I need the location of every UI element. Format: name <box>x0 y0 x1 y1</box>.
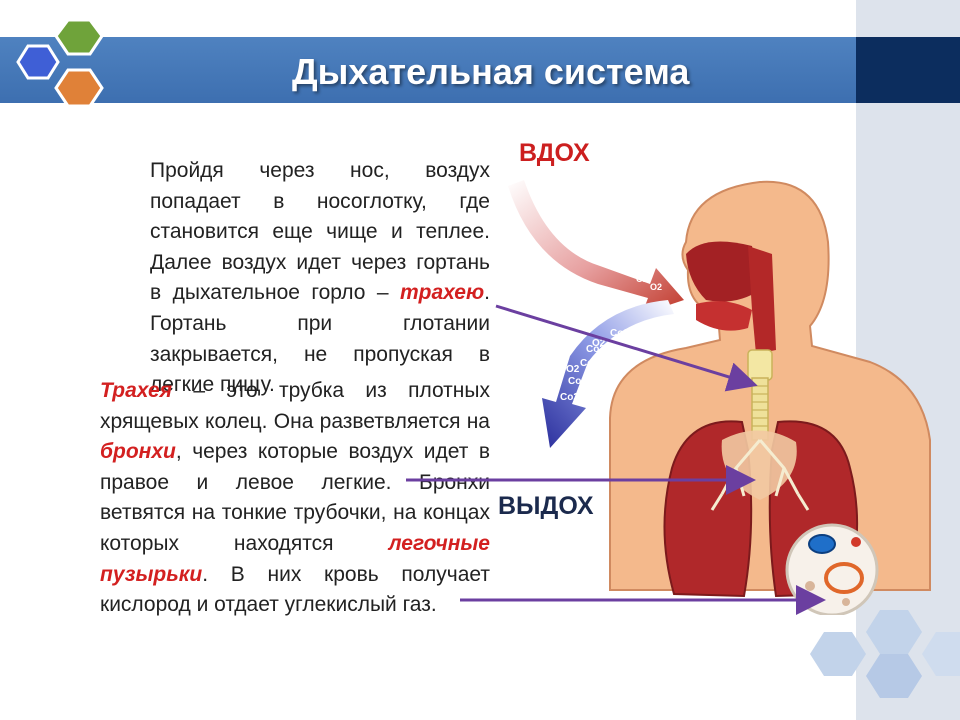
hexagon-green <box>54 18 104 56</box>
gas-label: O2 <box>594 256 606 266</box>
gas-label: O2 <box>540 192 552 202</box>
gas-label: O2 <box>636 274 648 284</box>
hexagon-light-3 <box>866 654 922 698</box>
paragraph-nose: Пройдя через нос, воздух попадает в носо… <box>40 156 490 401</box>
slide-title: Дыхательная система <box>292 51 690 92</box>
inhale-arrow <box>508 180 684 314</box>
alveolus-dot-2 <box>842 598 850 606</box>
hexagon-light-2 <box>866 610 922 654</box>
term-trachea-2: Трахея <box>100 379 173 402</box>
gas-label: Co2 <box>586 344 605 355</box>
gas-label: Co2 <box>610 328 629 339</box>
inhale-label: ВДОХ <box>519 139 590 167</box>
p1-text-1: Пройдя через нос, воздух попадает в носо… <box>150 159 490 305</box>
pharynx <box>748 246 776 354</box>
hexagon-blue <box>16 44 60 80</box>
pointer-trachea <box>495 304 758 392</box>
exhale-label: ВЫДОХ <box>498 492 594 520</box>
alveolus-ring <box>824 562 864 594</box>
term-alveoli: легочные пузырьки <box>100 531 490 586</box>
alveolus-cell-red <box>851 537 861 547</box>
gas-label: Co2 <box>568 376 587 387</box>
nasal-cavity <box>686 241 760 302</box>
gas-label: O2 <box>592 338 606 349</box>
title-bar-dark-end <box>856 37 960 103</box>
title-bar <box>0 37 856 103</box>
paragraph-trachea: Трахея – это трубка из плотных хрящевых … <box>40 376 490 621</box>
gas-label: O2 <box>650 282 662 292</box>
gas-label: O2 <box>562 186 574 196</box>
exhale-arrow <box>542 300 674 448</box>
gas-label: O2 <box>560 206 572 216</box>
p1-text-2: . Гортань при глотании закрывается, не п… <box>150 281 490 397</box>
gas-label: Co2 <box>568 236 585 246</box>
p2-text-3: . В них кровь получает кислород и отдает… <box>100 562 490 617</box>
p2-text-1: – это трубка из плотных хрящевых колец. … <box>100 379 490 433</box>
oral-cavity <box>696 301 752 331</box>
hexagon-light-4 <box>922 632 960 676</box>
hexagon-light-1 <box>810 632 866 676</box>
gas-label: Co2 <box>560 392 579 403</box>
right-side-panel <box>856 0 960 720</box>
p2-text-2: , через которые воздух идет в правое и л… <box>100 440 490 555</box>
gas-label: Co2 <box>580 358 599 369</box>
alveolus-cell-blue <box>808 534 836 554</box>
inhale-gas-labels: O2 O2 O2 Co2 O2 O2 O2 O2 O2 <box>540 186 662 292</box>
hexagon-logo <box>16 18 104 108</box>
term-bronchi: бронхи <box>100 440 176 464</box>
gas-label: O2 <box>620 266 632 276</box>
decorative-hexagons <box>810 610 960 698</box>
exhale-gas-labels: Co2 Co2 Co2 O2 Co2 O2 Co2 <box>560 328 629 403</box>
gas-label: O2 <box>566 364 580 375</box>
term-trachea-1: трахею <box>399 281 485 305</box>
hexagon-orange <box>54 68 104 108</box>
gas-label: O2 <box>604 242 616 252</box>
